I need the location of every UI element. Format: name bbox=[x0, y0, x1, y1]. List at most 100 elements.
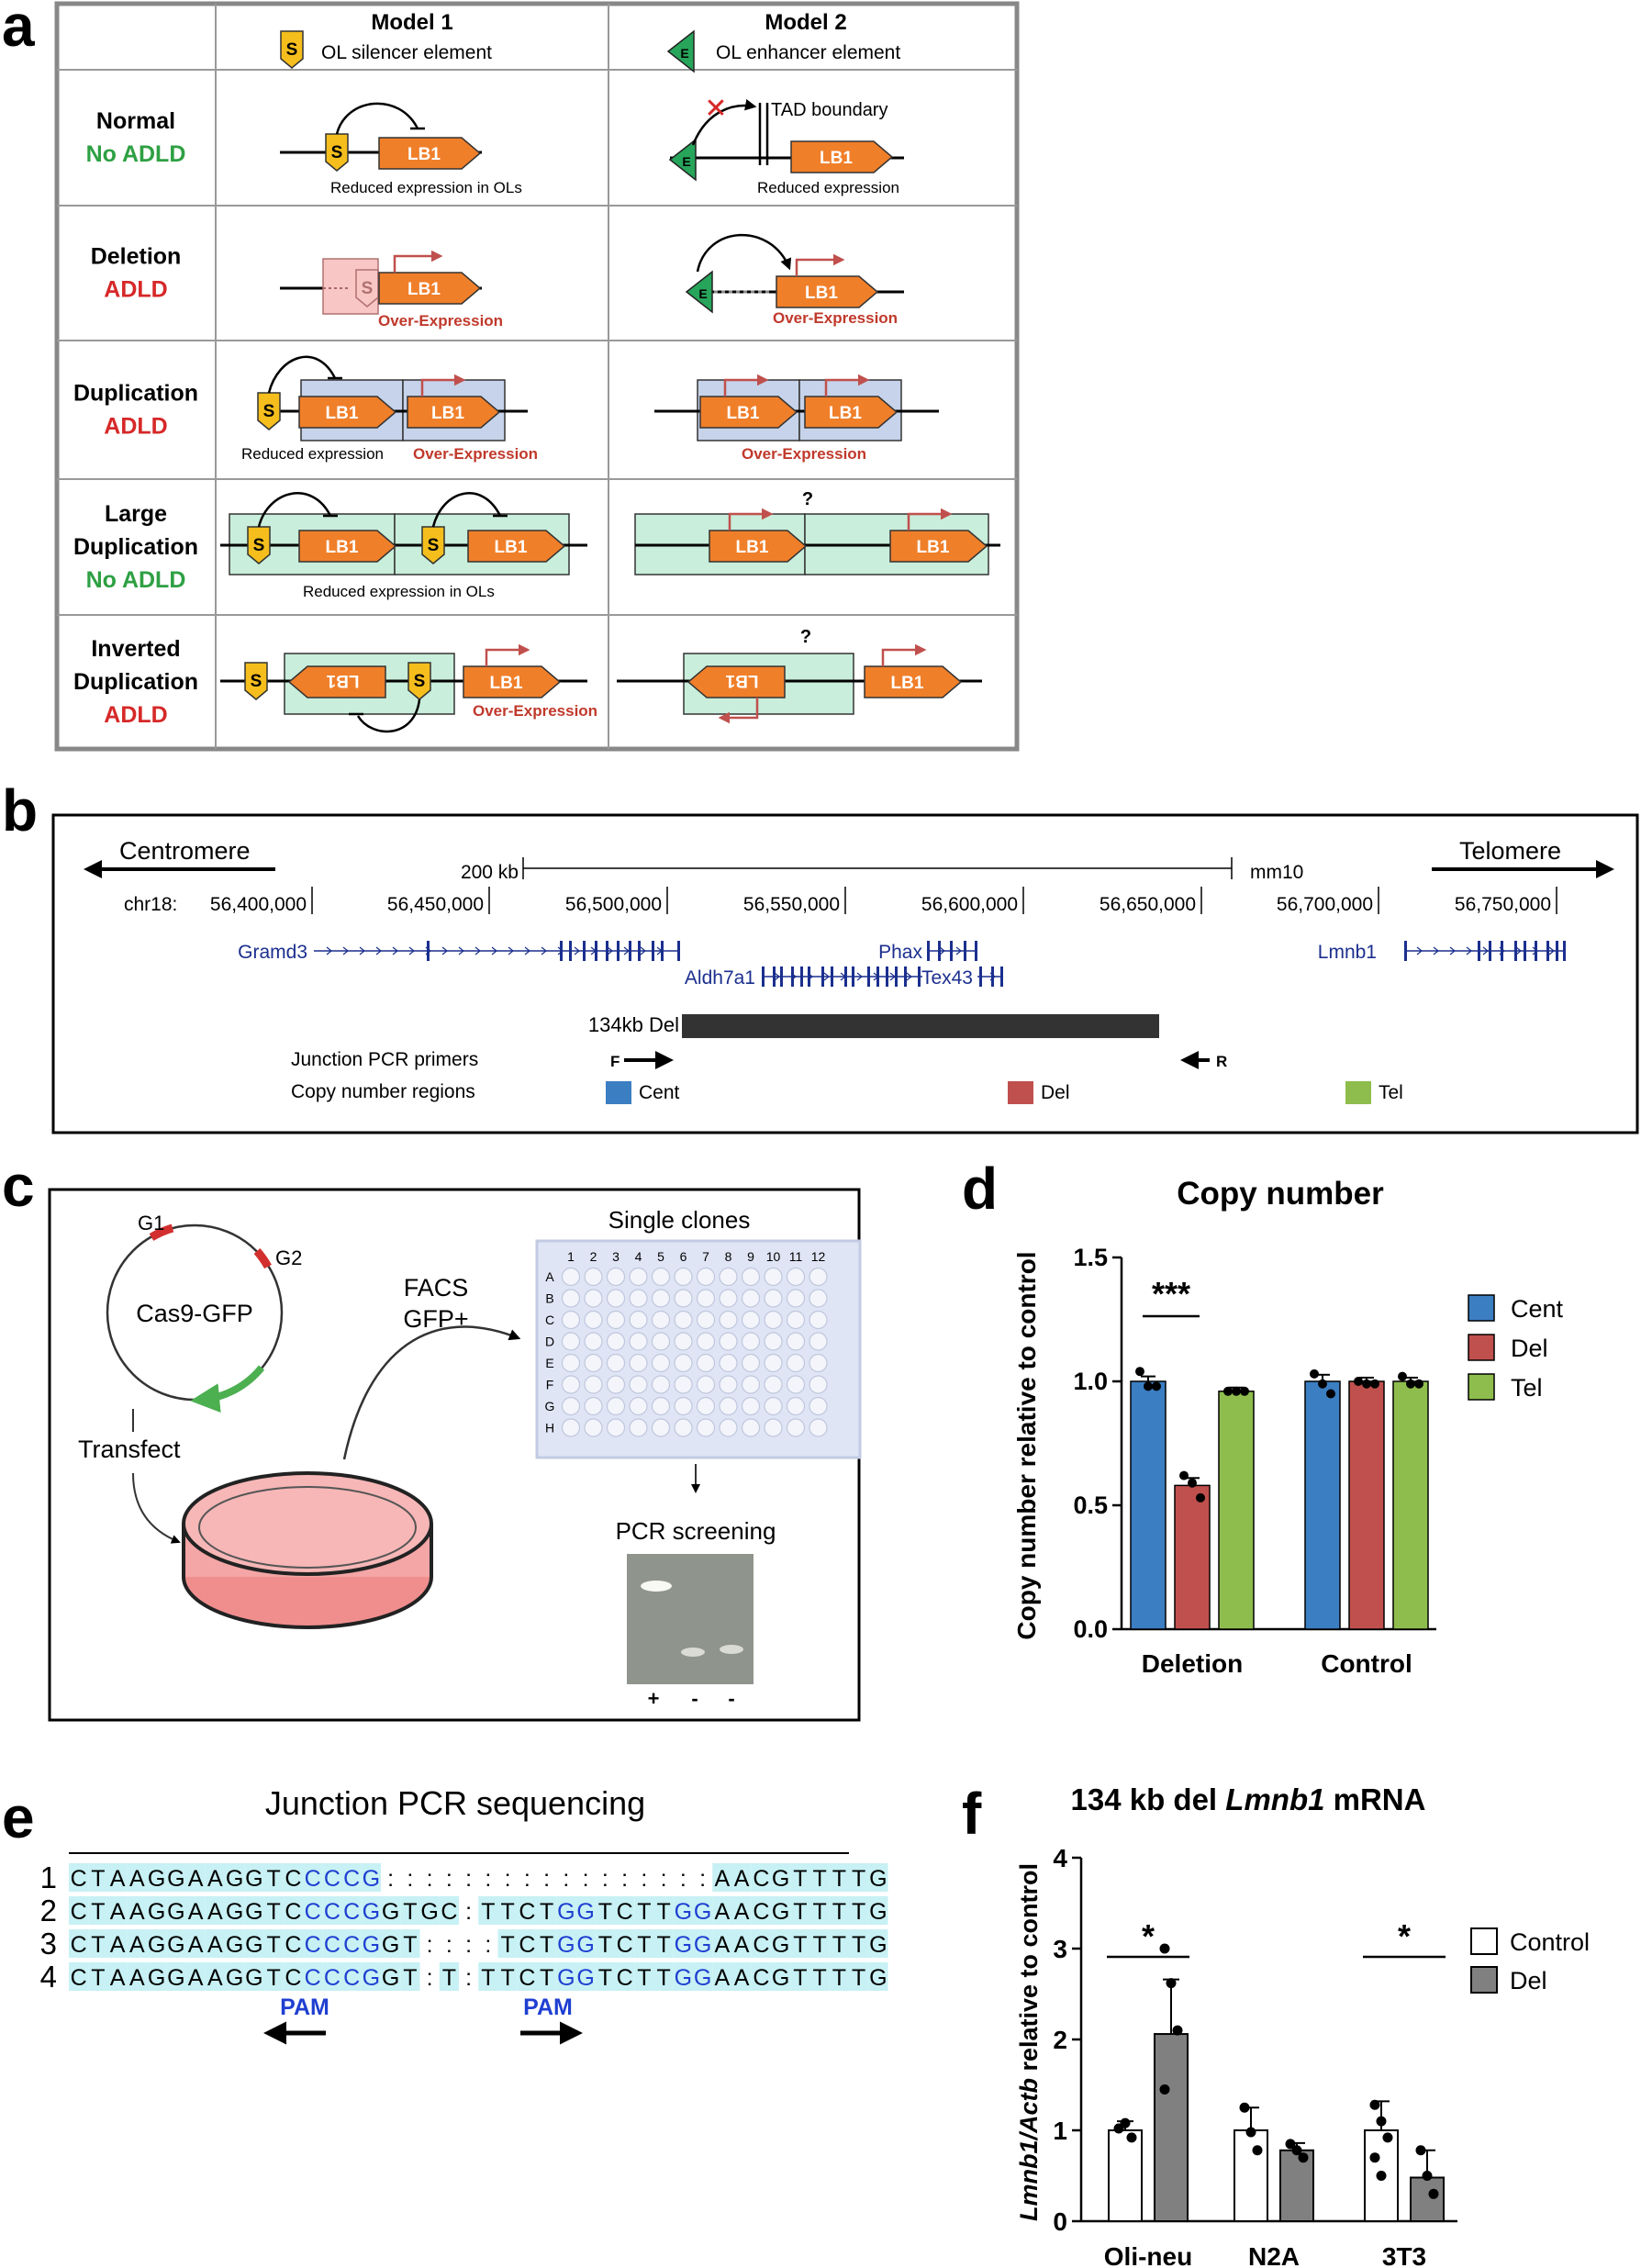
plasmid-label: Cas9-GFP bbox=[136, 1300, 253, 1327]
y-tick-label: 3 bbox=[1053, 1935, 1067, 1963]
legend-swatch bbox=[1468, 1334, 1495, 1361]
sequence-base: G bbox=[420, 1899, 438, 1925]
base-highlight bbox=[849, 1962, 869, 1991]
plate-well bbox=[584, 1353, 603, 1373]
gramd3-exon bbox=[629, 941, 631, 961]
base-highlight bbox=[693, 1962, 713, 1991]
base-highlight bbox=[849, 1863, 869, 1892]
cn-region-swatch bbox=[1008, 1081, 1033, 1104]
gfp-segment bbox=[190, 1365, 265, 1413]
panel-label-e: e bbox=[2, 1784, 35, 1850]
base-highlight bbox=[147, 1896, 167, 1925]
aldh7a1-strand-chevron bbox=[906, 972, 912, 981]
base-highlight bbox=[771, 1863, 791, 1892]
gramd3-strand-chevron bbox=[359, 946, 365, 955]
sequence-base: C bbox=[285, 1965, 301, 1991]
data-point bbox=[1166, 1978, 1177, 1989]
bar-del bbox=[1154, 2033, 1189, 2223]
base-highlight bbox=[283, 1863, 303, 1892]
data-point bbox=[1382, 2132, 1393, 2143]
sequence-base: : bbox=[387, 1866, 394, 1892]
sequence-base: G bbox=[148, 1965, 165, 1991]
row-label: Duplication bbox=[73, 534, 198, 560]
lb1-gene-label: LB1 bbox=[727, 404, 760, 423]
sequence-base: : bbox=[505, 1866, 511, 1892]
cn-region-swatch bbox=[606, 1081, 631, 1104]
plate-well bbox=[629, 1332, 648, 1351]
plate-well bbox=[584, 1375, 603, 1394]
sequence-base: A bbox=[188, 1899, 204, 1925]
base-highlight bbox=[771, 1929, 791, 1958]
sequence-base: G bbox=[245, 1965, 262, 1991]
lb1-gene-label: LB1 bbox=[490, 674, 523, 693]
sequence-base: : bbox=[621, 1866, 628, 1892]
plate-well bbox=[606, 1267, 626, 1287]
silencer-element-icon bbox=[244, 662, 268, 700]
base-highlight bbox=[751, 1896, 771, 1925]
base-highlight bbox=[361, 1896, 381, 1925]
base-highlight bbox=[166, 1896, 186, 1925]
sequence-base: A bbox=[188, 1932, 204, 1958]
gramd3-exon bbox=[617, 941, 620, 961]
enhancer-element-icon bbox=[666, 29, 695, 73]
data-point bbox=[1239, 2102, 1250, 2113]
plate-well bbox=[809, 1267, 828, 1287]
sequence-base: : bbox=[465, 1965, 472, 1991]
base-highlight bbox=[107, 1863, 128, 1892]
base-highlight bbox=[185, 1896, 206, 1925]
sequence-base: A bbox=[734, 1932, 750, 1958]
sequence-base: T bbox=[403, 1965, 417, 1991]
base-highlight bbox=[731, 1863, 752, 1892]
lb1-gene-icon bbox=[467, 530, 566, 563]
pam-label-right: PAM bbox=[523, 1994, 573, 2020]
sequence-base: T bbox=[500, 1965, 514, 1991]
bar-tel bbox=[1392, 1380, 1429, 1630]
y-tick-label: 2 bbox=[1053, 2026, 1067, 2054]
sequence-base: : bbox=[427, 1866, 433, 1892]
sequence-base: : bbox=[465, 1899, 472, 1925]
data-point bbox=[1414, 1379, 1423, 1389]
enhancer-element-icon bbox=[685, 270, 713, 314]
gel-band-positive bbox=[641, 1581, 672, 1592]
sequence-base: G bbox=[869, 1866, 887, 1892]
plate-well bbox=[719, 1353, 738, 1373]
plate-well bbox=[719, 1418, 738, 1437]
base-highlight bbox=[88, 1896, 108, 1925]
gramd3-strand-chevron bbox=[326, 946, 332, 955]
aldh7a1-exon bbox=[895, 966, 898, 987]
base-highlight bbox=[809, 1929, 830, 1958]
row-label: ADLD bbox=[104, 277, 167, 303]
plate-well bbox=[741, 1332, 761, 1351]
aldh7a1-exon bbox=[773, 966, 776, 987]
lb1-gene-label: LB1 bbox=[805, 284, 838, 303]
aldh7a1-strand-chevron bbox=[823, 972, 830, 981]
plate-col-label: 9 bbox=[747, 1249, 754, 1264]
sequence-base: T bbox=[656, 1932, 670, 1958]
sequence-base: C bbox=[617, 1899, 633, 1925]
plate-well bbox=[584, 1310, 603, 1330]
plate-well bbox=[786, 1375, 806, 1394]
data-point bbox=[1310, 1369, 1319, 1379]
sequence-base: G bbox=[167, 1932, 184, 1958]
sequence-base: G bbox=[772, 1965, 789, 1991]
data-point bbox=[1370, 1379, 1379, 1389]
sequence-base: G bbox=[382, 1932, 399, 1958]
base-highlight bbox=[653, 1896, 674, 1925]
cn-region-label: Tel bbox=[1379, 1082, 1403, 1103]
cn-region-swatch bbox=[1345, 1081, 1371, 1104]
petri-dish-inner bbox=[198, 1486, 417, 1569]
base-highlight bbox=[419, 1896, 440, 1925]
sequence-base: G bbox=[382, 1899, 399, 1925]
base-highlight bbox=[361, 1962, 381, 1991]
lb1-gene-label: LB1 bbox=[829, 404, 862, 423]
plate-well bbox=[674, 1396, 693, 1416]
plate-well bbox=[584, 1418, 603, 1437]
sequence-base: : bbox=[465, 1932, 472, 1958]
panel-label-b: b bbox=[2, 777, 38, 844]
sequence-base: : bbox=[427, 1965, 433, 1991]
sequence-base: T bbox=[793, 1899, 807, 1925]
sequence-base: T bbox=[403, 1932, 417, 1958]
sequence-base: C bbox=[617, 1932, 633, 1958]
sequence-base: A bbox=[188, 1866, 204, 1892]
